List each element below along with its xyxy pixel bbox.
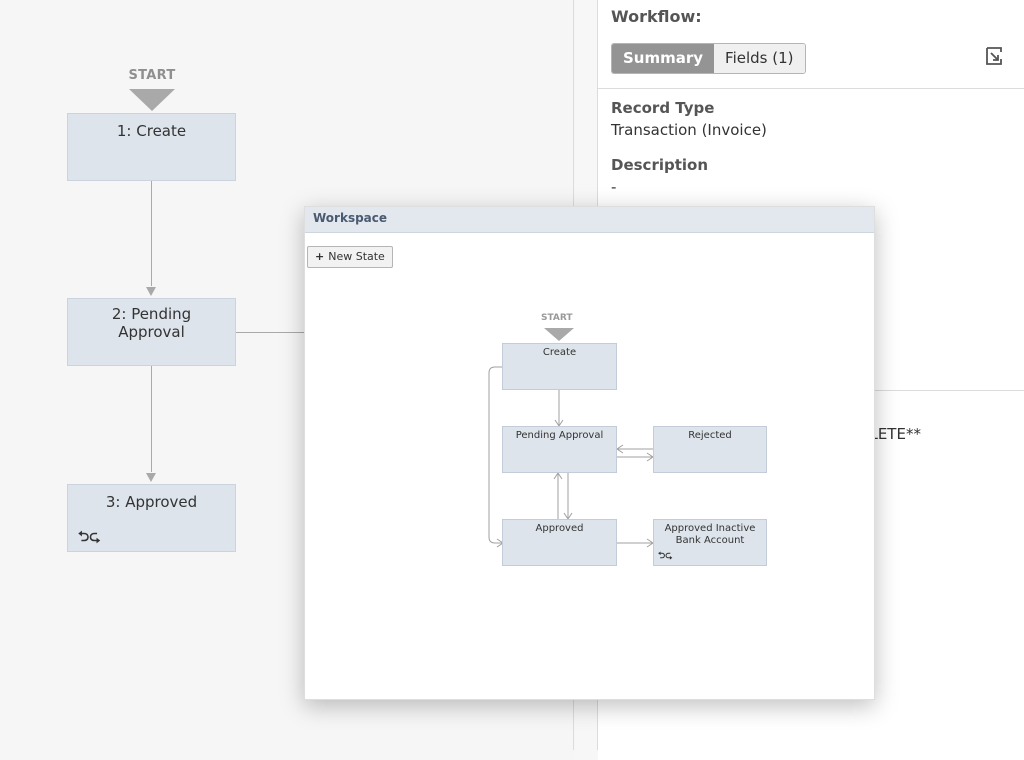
workspace-title: Workspace (313, 211, 388, 225)
detail-tabs: Summary Fields (1) (611, 43, 806, 74)
state-pending-approval-label: 2: Pending Approval (111, 305, 192, 341)
connector-arrowhead (616, 444, 624, 454)
tab-fields[interactable]: Fields (1) (714, 44, 805, 73)
transition-loop-icon: ⮌⮎ (78, 529, 101, 545)
connector-arrowhead (146, 287, 156, 296)
plus-icon: + (315, 250, 325, 263)
description-value: - (611, 178, 617, 196)
partial-field-value: ELETE** (860, 425, 921, 443)
workspace-state-pending-approval[interactable]: Pending Approval (502, 426, 617, 473)
workspace-header: Workspace (305, 207, 874, 233)
workspace-popup: Workspace +New State (304, 206, 875, 700)
workspace-state-approved-inactive[interactable]: Approved Inactive Bank Account ⮌⮎ (653, 519, 767, 566)
workspace-state-rejected[interactable]: Rejected (653, 426, 767, 473)
section-separator (598, 88, 1024, 89)
workspace-state-pending-approval-label: Pending Approval (515, 430, 604, 441)
new-state-button[interactable]: +New State (307, 246, 393, 268)
new-state-label: New State (328, 250, 385, 263)
state-approved-label: 3: Approved (105, 493, 198, 511)
state-pending-approval[interactable]: 2: Pending Approval (67, 298, 236, 366)
workspace-state-rejected-label: Rejected (688, 430, 732, 441)
state-create[interactable]: 1: Create (67, 113, 236, 181)
workspace-state-create-label: Create (542, 347, 577, 358)
connector-line (151, 366, 152, 472)
record-type-value: Transaction (Invoice) (611, 121, 767, 139)
connector-line (236, 332, 306, 333)
start-arrow (129, 89, 175, 111)
state-create-label: 1: Create (116, 122, 187, 140)
connector-line (488, 366, 503, 544)
workspace-state-approved[interactable]: Approved (502, 519, 617, 566)
state-approved[interactable]: 3: Approved ⮌⮎ (67, 484, 236, 552)
record-type-label: Record Type (611, 99, 715, 117)
expand-panel-icon[interactable] (983, 45, 1005, 67)
transition-loop-icon: ⮌⮎ (658, 551, 673, 561)
connector-line (151, 181, 152, 286)
connector-arrowhead (146, 473, 156, 482)
workspace-start-label: START (541, 313, 573, 323)
workspace-state-create[interactable]: Create (502, 343, 617, 390)
start-label: START (128, 68, 176, 83)
description-label: Description (611, 156, 709, 174)
workspace-start-arrow (544, 328, 574, 341)
workspace-state-approved-label: Approved (535, 523, 584, 534)
workflow-heading: Workflow: (611, 7, 702, 26)
tab-summary[interactable]: Summary (612, 44, 715, 73)
connector-arrowhead (553, 472, 563, 480)
workspace-state-approved-inactive-label: Approved Inactive Bank Account (664, 523, 756, 546)
